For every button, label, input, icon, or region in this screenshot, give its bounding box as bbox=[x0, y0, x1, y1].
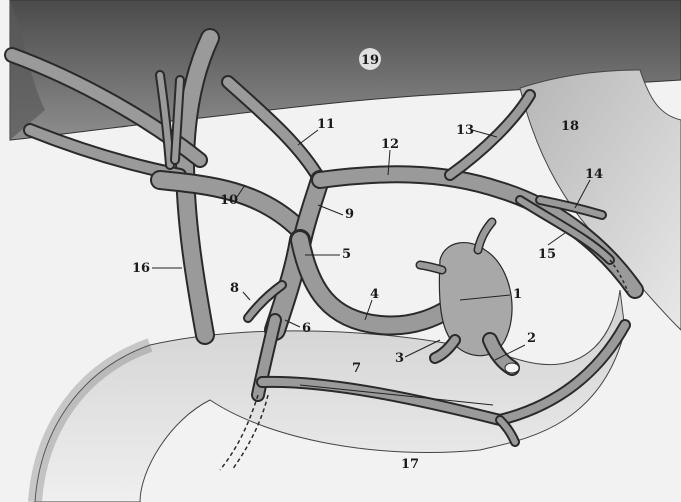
label-8: 8 bbox=[230, 281, 239, 296]
label-1: 1 bbox=[513, 287, 522, 302]
label-15: 15 bbox=[538, 247, 556, 262]
label-11: 11 bbox=[317, 117, 335, 132]
label-3: 3 bbox=[395, 351, 404, 366]
label-9: 9 bbox=[345, 207, 354, 222]
label-18: 18 bbox=[561, 119, 579, 134]
label-17: 17 bbox=[401, 457, 419, 472]
label-13: 13 bbox=[456, 123, 474, 138]
label-5: 5 bbox=[342, 247, 351, 262]
label-19: 19 bbox=[361, 53, 379, 68]
label-14: 14 bbox=[585, 167, 603, 182]
label-10: 10 bbox=[220, 193, 238, 208]
label-12: 12 bbox=[381, 137, 399, 152]
label-6: 6 bbox=[302, 321, 311, 336]
label-16: 16 bbox=[132, 261, 150, 276]
label-7: 7 bbox=[352, 361, 361, 376]
label-4: 4 bbox=[370, 287, 379, 302]
label-2: 2 bbox=[527, 331, 536, 346]
